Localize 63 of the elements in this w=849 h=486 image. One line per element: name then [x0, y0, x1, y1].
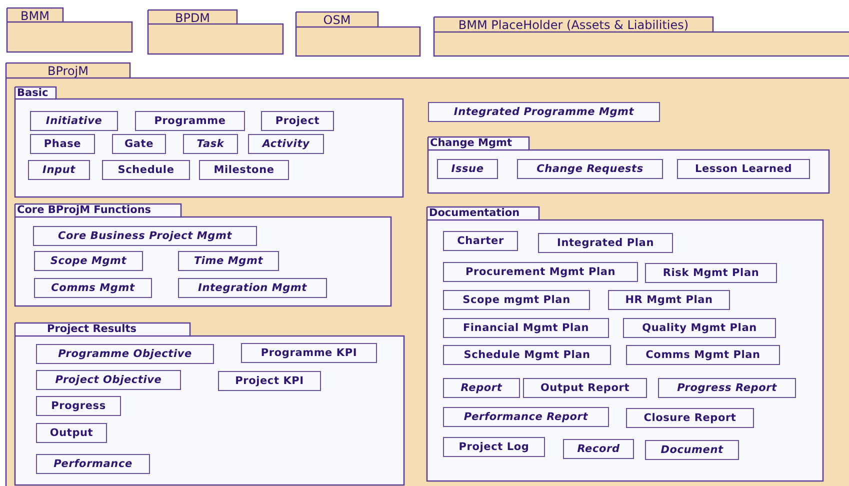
package-frame [15, 323, 404, 485]
package-frame [148, 10, 283, 54]
package-frame [434, 17, 849, 56]
package-name: BProjM [46, 64, 90, 78]
package-name: Core BProjM Functions [17, 204, 152, 217]
package-name: OSM [322, 13, 352, 27]
class-box: Gate [112, 134, 166, 154]
class-box: Programme [135, 111, 245, 131]
class-box: Programme Objective [36, 344, 214, 364]
class-box: Output Report [523, 378, 647, 398]
class-box: Programme KPI [241, 343, 377, 363]
class-box: Initiative [30, 111, 118, 131]
class-box: Schedule [102, 160, 190, 180]
package-name: BPDM [174, 11, 212, 25]
class-box: Procurement Mgmt Plan [443, 262, 638, 282]
class-box: Closure Report [626, 408, 754, 428]
class-box: Progress [36, 396, 121, 416]
package-frame [7, 8, 132, 52]
package-name: Change Mgmt [430, 137, 512, 150]
package-frame [6, 63, 849, 486]
package-frame [296, 12, 420, 56]
class-box: Performance Report [443, 407, 609, 427]
class-box: Record [563, 439, 634, 459]
class-box: Comms Mgmt [34, 278, 152, 298]
class-box: Scope mgmt Plan [443, 290, 590, 310]
class-box: Lesson Learned [677, 159, 810, 179]
class-box: Issue [437, 159, 498, 179]
class-box: Integration Mgmt [178, 278, 327, 298]
class-box: Change Requests [517, 159, 663, 179]
package-name: Documentation [429, 207, 520, 220]
package-frame [15, 204, 391, 306]
package-name: BMM [20, 9, 50, 23]
package-frame [428, 137, 829, 193]
package-name: Project Results [47, 323, 137, 336]
class-box: Activity [248, 134, 324, 154]
class-box: Risk Mgmt Plan [645, 263, 777, 283]
class-box: Milestone [199, 160, 289, 180]
class-box: Project KPI [218, 371, 321, 391]
class-box: Financial Mgmt Plan [443, 318, 609, 338]
class-box: Project Objective [36, 370, 181, 390]
class-box: Schedule Mgmt Plan [443, 345, 611, 365]
package-frame [427, 207, 823, 481]
class-box: Input [28, 160, 90, 180]
class-box: Document [645, 440, 739, 460]
package-name: Basic [17, 87, 48, 100]
class-box: HR Mgmt Plan [608, 290, 730, 310]
class-box: Progress Report [658, 378, 796, 398]
class-box: Scope Mgmt [34, 251, 143, 271]
class-box: Output [36, 423, 107, 443]
class-box: Performance [36, 454, 150, 474]
class-box: Charter [443, 231, 518, 251]
class-box: Comms Mgmt Plan [626, 345, 780, 365]
class-box: Project [261, 111, 334, 131]
class-box: Time Mgmt [178, 251, 279, 271]
class-box: Integrated Programme Mgmt [428, 102, 660, 122]
package-name: BMM PlaceHolder (Assets & Liabilities) [457, 18, 690, 32]
class-box: Quality Mgmt Plan [623, 318, 776, 338]
class-box: Integrated Plan [538, 233, 673, 253]
class-box: Task [183, 134, 238, 154]
class-box: Phase [30, 134, 95, 154]
class-box: Project Log [443, 437, 545, 457]
class-box: Core Business Project Mgmt [33, 226, 257, 246]
class-box: Report [443, 378, 520, 398]
